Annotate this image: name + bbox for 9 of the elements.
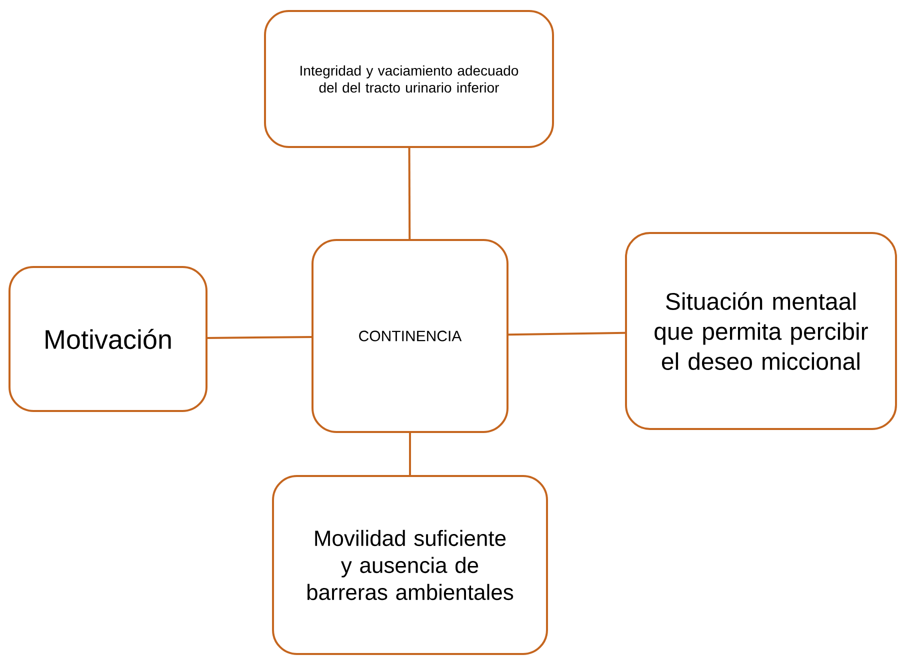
connector-line (408, 148, 411, 239)
connector-line (208, 336, 312, 339)
text-box: Situación mentaal que permita percibir el deseo miccional (625, 232, 897, 430)
connector-line (409, 433, 411, 475)
connector-line (508, 332, 626, 336)
text-box: Motivación (8, 266, 208, 412)
text-box: CONTINENCIA (312, 239, 508, 433)
text-box: Integridad y vaciamiento adecuado del del tracto urinario inferior (264, 10, 554, 148)
text-box: Movilidad suficiente y ausencia de barreras ambientales (272, 475, 548, 655)
